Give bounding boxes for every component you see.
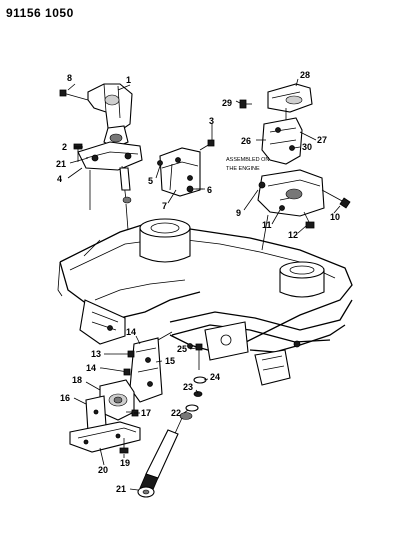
callout-18: 18 (72, 375, 82, 385)
callout-22: 22 (171, 408, 181, 418)
callout-11: 11 (262, 220, 272, 230)
callout-26: 26 (241, 136, 251, 146)
callout-9: 9 (236, 208, 241, 218)
callout-1: 1 (126, 75, 131, 85)
callout-8: 8 (67, 73, 72, 83)
callout-5: 5 (148, 176, 153, 186)
callout-23: 23 (183, 382, 193, 392)
callout-3: 3 (209, 116, 214, 126)
callout-24: 24 (210, 372, 220, 382)
callout-29: 29 (222, 98, 232, 108)
left-engine-mount-assembly (59, 83, 215, 231)
front-crossmember-frame (57, 218, 353, 386)
shock-absorber-assembly (137, 343, 207, 498)
callout-14-lower: 14 (86, 363, 96, 373)
callout-28: 28 (300, 70, 310, 80)
assembly-note-line1: ASSEMBLED ON (226, 157, 269, 163)
callout-7: 7 (162, 201, 167, 211)
callout-17: 17 (141, 408, 151, 418)
callout-21-lower: 21 (116, 484, 126, 494)
callout-21-upper: 21 (56, 159, 66, 169)
callout-27: 27 (317, 135, 327, 145)
callout-12: 12 (288, 230, 298, 240)
callout-14-upper: 14 (126, 327, 136, 337)
diagram-reference-number: 91156 1050 (6, 6, 74, 20)
callout-6: 6 (207, 185, 212, 195)
callout-10: 10 (330, 212, 340, 222)
callout-15: 15 (165, 356, 175, 366)
assembly-note-line2: THE ENGINE (226, 166, 260, 172)
callout-19: 19 (120, 458, 130, 468)
callout-25: 25 (177, 344, 187, 354)
leader-lines (67, 78, 341, 491)
callout-30: 30 (302, 142, 312, 152)
callout-4: 4 (57, 174, 62, 184)
callout-20: 20 (98, 465, 108, 475)
callout-2: 2 (62, 142, 67, 152)
right-engine-mount-assembly (239, 83, 351, 251)
lower-left-transmission-mount (69, 331, 173, 454)
callout-16: 16 (60, 393, 70, 403)
callout-13: 13 (91, 349, 101, 359)
